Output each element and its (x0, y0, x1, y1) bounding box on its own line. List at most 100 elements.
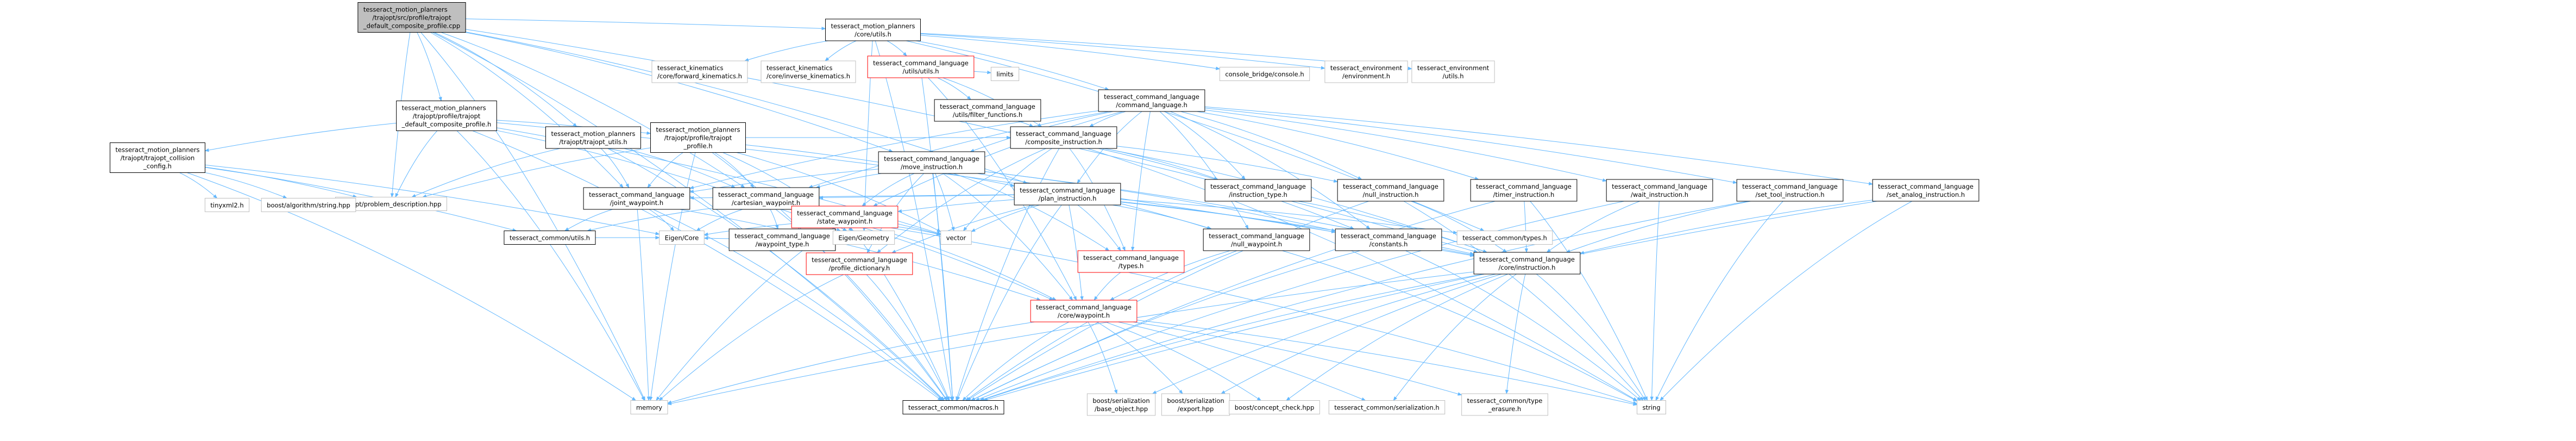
node-label-line: /profile_dictionary.h (829, 264, 890, 272)
edge-cl-utils-to-limits (973, 71, 991, 73)
node-trajopt-collision[interactable]: tesseract_motion_planners/trajopt/trajop… (110, 142, 205, 173)
edge-constants-to-string (1405, 250, 1641, 401)
node-boost-string: boost/algorithm/string.hpp (261, 198, 356, 212)
node-eigen-core: Eigen/Core (659, 231, 705, 245)
node-tc-serial: tesseract_common/serialization.h (1328, 400, 1446, 414)
edge-core-instr-to-tc-typeerasure (1506, 274, 1526, 394)
node-label-line: tesseract_command_language (940, 103, 1035, 110)
node-box (1872, 179, 1980, 202)
node-types[interactable]: tesseract_command_language/types.h (1077, 250, 1185, 273)
edge-trajopt-collision-to-problem-desc (205, 166, 356, 197)
node-label-line: tesseract_common/types.h (1462, 234, 1547, 242)
node-instr-type[interactable]: tesseract_command_language/instruction_t… (1204, 179, 1312, 202)
node-trajopt-utils[interactable]: tesseract_motion_planners/trajopt/trajop… (545, 126, 641, 149)
node-label-line: tesseract_command_language (797, 209, 893, 217)
node-label-line: tesseract_command_language (812, 256, 907, 264)
edge-set-analog-to-string (1660, 201, 1912, 401)
node-set-analog[interactable]: tesseract_command_language/set_analog_in… (1872, 179, 1980, 202)
node-box (1030, 300, 1138, 322)
node-label-line: tesseract_motion_planners (831, 22, 915, 30)
node-box (1324, 60, 1408, 83)
node-label-line: /utils/utils.h (902, 67, 939, 75)
edge-core-wp-to-base-object (1088, 321, 1117, 394)
node-tc-utils[interactable]: tesseract_common/utils.h (504, 231, 596, 245)
node-label-line: /null_instruction.h (1363, 191, 1419, 198)
edge-cl-utils-to-filter-funcs (937, 77, 971, 100)
node-trajopt-profile[interactable]: tesseract_motion_planners/trajopt/profil… (650, 122, 746, 153)
edge-trajopt-collision-to-boost-string (205, 172, 287, 198)
node-trajopt-def-comp[interactable]: tesseract_motion_planners/trajopt/profil… (396, 101, 497, 131)
edge-cmd-lang-to-null-instr (1180, 111, 1361, 180)
edge-cmd-lang-to-wait-instr (1204, 109, 1606, 181)
edge-core-instr-to-memory (668, 271, 1474, 404)
edge-core-wp-to-string (1136, 320, 1637, 405)
edge-trajopt-utils-to-macros (607, 148, 945, 401)
node-label-line: /utils.h (1443, 72, 1464, 80)
node-label-line: tesseract_command_language (1476, 183, 1572, 190)
node-export: boost/serialization/export.hpp (1161, 393, 1230, 416)
node-box (1337, 179, 1444, 202)
node-label-line: tesseract_command_language (1742, 183, 1838, 190)
node-filter-funcs[interactable]: tesseract_command_language/utils/filter_… (934, 99, 1041, 122)
node-label-line: tesseract_command_language (1479, 256, 1575, 263)
node-box (1086, 393, 1156, 416)
node-utils[interactable]: tesseract_motion_planners/core/utils.h (825, 18, 921, 41)
edge-trajopt-profile-to-problem-desc (423, 147, 651, 197)
edge-cmd-lang-to-null-wp (1159, 111, 1248, 229)
edge-move-to-cart-wp (816, 173, 882, 188)
node-core-wp[interactable]: tesseract_command_language/core/waypoint… (1030, 300, 1138, 322)
node-label-line: /constants.h (1369, 240, 1408, 248)
edge-joint-wp-to-memory (637, 209, 649, 401)
node-label-line: /trajopt/trajopt_utils.h (559, 138, 627, 146)
edge-root-to-utils (466, 18, 825, 29)
node-set-tool[interactable]: tesseract_command_language/set_tool_inst… (1736, 179, 1844, 202)
edge-core-instr-to-base-object (1152, 274, 1496, 394)
node-root[interactable]: tesseract_motion_planners/trajopt/src/pr… (357, 2, 466, 33)
edge-joint-wp-to-core-wp (680, 209, 1041, 300)
node-box (659, 231, 705, 245)
node-label-line: tesseract_command_language (1036, 303, 1132, 311)
node-cmd-lang[interactable]: tesseract_command_language/command_langu… (1098, 89, 1205, 112)
node-null-instr[interactable]: tesseract_command_language/null_instruct… (1337, 179, 1444, 202)
node-cl-utils[interactable]: tesseract_command_language/utils/utils.h (867, 55, 975, 78)
node-box (990, 67, 1020, 81)
node-wp-type[interactable]: tesseract_command_language/waypoint_type… (728, 228, 836, 251)
node-label-line: _erasure.h (1488, 405, 1521, 413)
node-box (867, 55, 975, 78)
node-null-wp[interactable]: tesseract_command_language/null_waypoint… (1203, 228, 1310, 251)
edge-composite-to-null-instr (1116, 146, 1337, 182)
node-label-line: Eigen/Geometry (838, 234, 889, 242)
edge-composite-to-macros (956, 148, 1060, 401)
node-label-line: boost/serialization (1092, 397, 1149, 405)
node-label-line: tesseract_command_language (1016, 130, 1111, 138)
node-label-line: /export.hpp (1178, 405, 1214, 413)
node-constants[interactable]: tesseract_command_language/constants.h (1335, 228, 1442, 251)
node-plan[interactable]: tesseract_command_language/plan_instruct… (1014, 183, 1121, 206)
node-box (1456, 231, 1553, 245)
node-profile-dict[interactable]: tesseract_command_language/profile_dicti… (806, 252, 913, 275)
edge-utils-to-console (920, 35, 1220, 69)
node-joint-wp[interactable]: tesseract_command_language/joint_waypoin… (583, 187, 690, 210)
node-label-line: boost/algorithm/string.hpp (267, 202, 350, 209)
edge-trajopt-utils-to-problem-desc (412, 148, 561, 197)
edge-set-tool-to-core-instr (1566, 201, 1751, 252)
node-timer-instr[interactable]: tesseract_command_language/timer_instruc… (1470, 179, 1578, 202)
edge-trajopt-collision-to-tinyxml2 (179, 172, 217, 198)
node-box (1473, 252, 1581, 275)
node-macros[interactable]: tesseract_common/macros.h (902, 400, 1004, 414)
edge-trajopt-utils-to-joint-wp (600, 148, 629, 188)
edge-filter-funcs-to-composite (1017, 121, 1033, 127)
node-cart-wp[interactable]: tesseract_command_language/cartesian_way… (712, 187, 820, 210)
node-label-line: tesseract_motion_planners (656, 126, 740, 134)
node-label-line: /types.h (1119, 262, 1144, 270)
node-state-wp[interactable]: tesseract_command_language/state_waypoin… (791, 206, 899, 228)
node-wait-instr[interactable]: tesseract_command_language/wait_instruct… (1606, 179, 1713, 202)
edge-timer-instr-to-string (1530, 201, 1648, 401)
node-move[interactable]: tesseract_command_language/move_instruct… (878, 151, 985, 174)
node-core-instr[interactable]: tesseract_command_language/core/instruct… (1473, 252, 1581, 275)
edge-wait-instr-to-macros (976, 201, 1624, 401)
node-label-line: tesseract_command_language (1878, 183, 1974, 190)
node-composite[interactable]: tesseract_command_language/composite_ins… (1010, 126, 1117, 149)
edge-trajopt-profile-to-vector (736, 152, 941, 232)
